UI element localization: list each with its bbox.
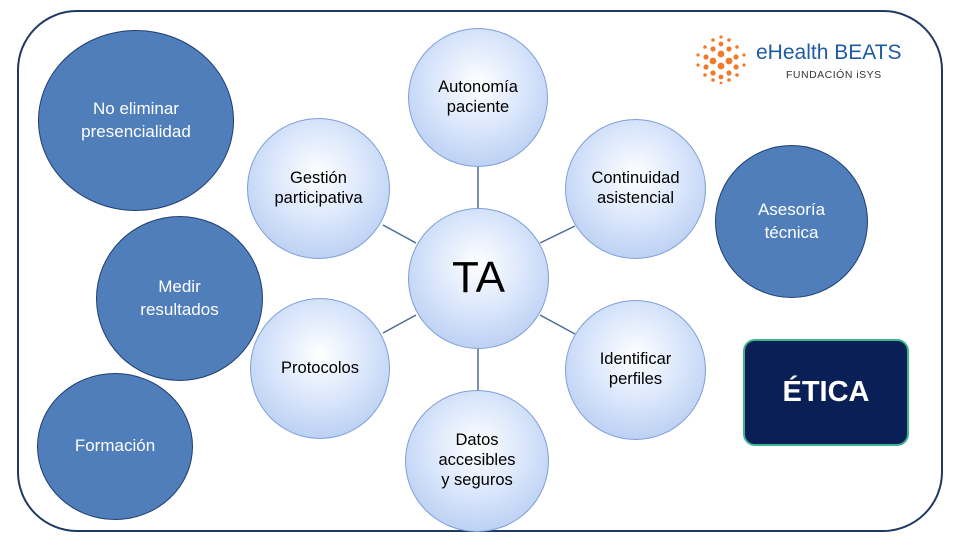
node-autonomia-paciente: Autonomía paciente: [408, 28, 548, 167]
node-formacion: Formación: [37, 373, 193, 520]
node-label: No eliminar presencialidad: [81, 98, 191, 141]
center-label: TA: [452, 253, 505, 303]
ehealth-beats-logo: eHealth BEATS FUNDACIÓN iSYS: [693, 33, 923, 88]
node-medir-resultados: Medir resultados: [96, 216, 263, 381]
connector-line: [382, 314, 417, 334]
node-continuidad-asistencial: Continuidad asistencial: [565, 119, 706, 259]
node-protocolos: Protocolos: [250, 298, 390, 439]
logo-name: eHealth BEATS: [756, 41, 902, 64]
center-node: TA: [408, 208, 549, 349]
node-label: Datos accesibles y seguros: [438, 431, 516, 489]
connector-line: [382, 224, 417, 244]
node-gestion-participativa: Gestión participativa: [247, 118, 390, 259]
node-label: Protocolos: [281, 358, 359, 377]
node-label: Identificar perfiles: [599, 350, 672, 388]
node-asesoria-tecnica: Asesoría técnica: [715, 145, 868, 298]
node-label: Medir resultados: [140, 276, 219, 319]
node-label: Autonomía paciente: [438, 77, 518, 116]
connector-line: [539, 225, 576, 244]
node-no-eliminar-presencialidad: No eliminar presencialidad: [38, 30, 234, 211]
logo-dots-icon: [696, 35, 746, 85]
node-label: Continuidad asistencial: [591, 169, 680, 207]
etica-box: ÉTICA: [743, 339, 909, 446]
node-label: Formación: [74, 436, 156, 456]
node-label: Asesoría técnica: [757, 199, 826, 242]
node-identificar-perfiles: Identificar perfiles: [565, 300, 706, 440]
logo-subtitle: FUNDACIÓN iSYS: [786, 69, 882, 81]
node-datos-accesibles: Datos accesibles y seguros: [405, 390, 549, 532]
node-label: Gestión participativa: [274, 168, 363, 207]
etica-label: ÉTICA: [782, 376, 870, 408]
connector-line: [539, 314, 576, 335]
